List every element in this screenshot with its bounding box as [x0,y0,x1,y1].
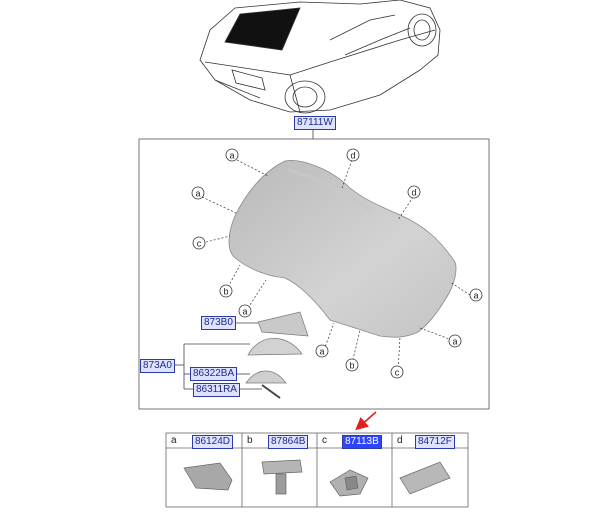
legend-part-images [183,459,451,497]
rear-glass-shape [228,160,457,338]
moulding-parts [245,311,309,399]
callout-letter: a [229,151,234,161]
callout-a-8: a [448,334,462,348]
callout-letter: a [319,347,324,357]
moulding-kit-label[interactable]: 873B0 [201,316,236,330]
leader-lines [201,159,471,373]
diagram-frame [138,138,490,410]
callout-a-6: a [238,304,252,318]
callout-d-3: d [407,185,421,199]
callout-c-4: c [192,236,206,250]
legend-part-a[interactable]: 86124D [192,435,234,449]
clip-b-label[interactable]: 86311RA [193,383,240,397]
callout-letter: c [395,368,400,378]
legend-letter-a: a [171,435,177,446]
callout-a-9: a [315,344,329,358]
callout-b-10: b [345,358,359,372]
callout-letter: a [242,307,247,317]
callout-letter: a [452,337,457,347]
legend-letter-b: b [247,435,253,446]
callout-d-1: d [346,148,360,162]
callout-letter: b [349,361,354,371]
callout-circles: a d a d c b a a a a b c [191,148,483,379]
assembly-label[interactable]: 873A0 [140,359,175,373]
callout-letter: b [223,287,228,297]
vehicle-illustration [199,0,441,114]
legend-part-b[interactable]: 87864B [268,435,309,449]
main-part-label[interactable]: 87111W [294,116,336,130]
highlight-arrow [355,411,377,431]
callout-a-7: a [469,288,483,302]
legend-letter-c: c [322,435,327,446]
callout-a-2: a [191,186,205,200]
legend-part-c[interactable]: 87113B [342,435,382,449]
callout-letter: d [411,188,416,198]
callout-letter: d [350,151,355,161]
callout-letter: a [195,189,200,199]
legend-letter-d: d [397,435,403,446]
callout-c-11: c [390,365,404,379]
callout-letter: a [473,291,478,301]
legend-part-d[interactable]: 84712F [415,435,455,449]
callout-letter: c [197,239,202,249]
callout-a-0: a [225,148,239,162]
clip-a-label[interactable]: 86322BA [190,367,238,381]
assembly-bracket [174,322,262,390]
callout-b-5: b [219,284,233,298]
